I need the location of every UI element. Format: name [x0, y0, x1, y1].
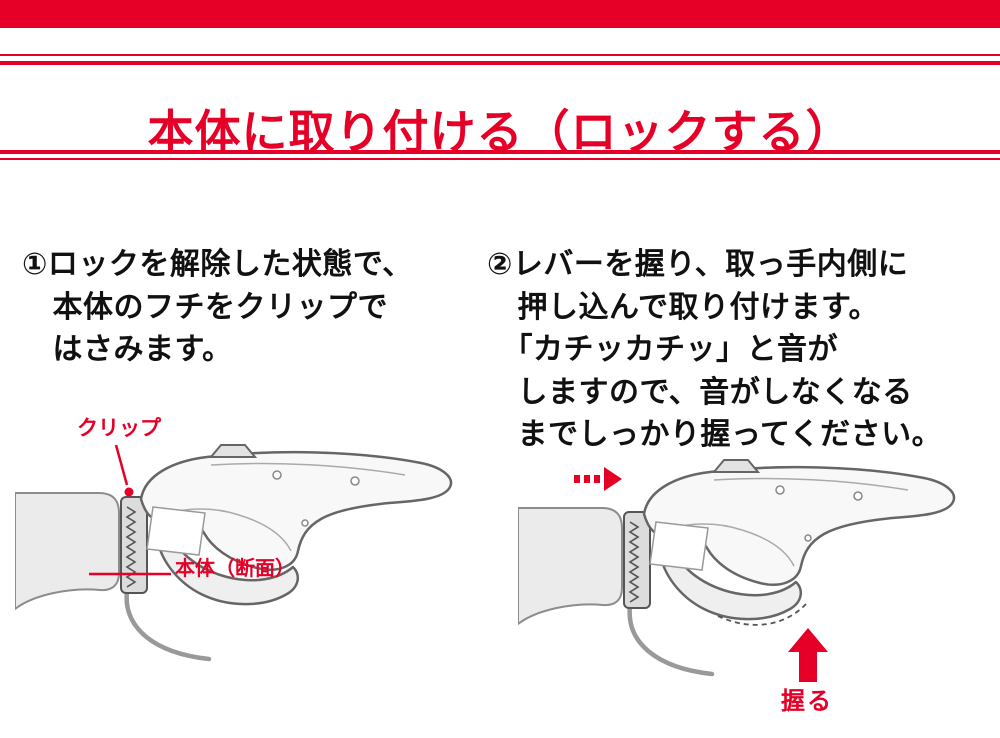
squeeze-illustration	[518, 430, 998, 682]
squeeze-up-arrow-icon	[788, 628, 828, 682]
title-rule-top-thin	[0, 54, 1000, 56]
figure-squeeze-lock	[518, 430, 998, 700]
clip-leader-line	[114, 444, 129, 486]
lever-pressed-outline	[717, 603, 807, 626]
title-rule-bottom-thin	[0, 158, 1000, 160]
handle-assembly-instance	[518, 460, 954, 674]
title-rule-top-thick	[0, 61, 1000, 65]
header-red-band	[0, 0, 1000, 28]
clip-point-dot	[124, 487, 134, 497]
title-rule-bottom-thick	[0, 150, 1000, 154]
page-title: 本体に取り付ける（ロックする）	[147, 104, 853, 159]
step-1-text: ①ロックを解除した状態で、 本体のフチをクリップで はさみます。	[22, 247, 413, 368]
handle-assembly-instance	[15, 445, 451, 659]
clip-label: クリップ	[77, 416, 161, 440]
step-2-text: ②レバーを握り、取っ手内側に 押し込んで取り付けます。 「カチッカチッ」と音が …	[487, 247, 943, 453]
clip-on-pan-illustration	[15, 415, 485, 675]
figure-attach-clip	[15, 415, 485, 675]
grip-label: 握る	[781, 687, 833, 715]
push-direction-arrow-icon	[574, 467, 622, 491]
pan-body-label: 本体（断面）	[175, 556, 295, 580]
